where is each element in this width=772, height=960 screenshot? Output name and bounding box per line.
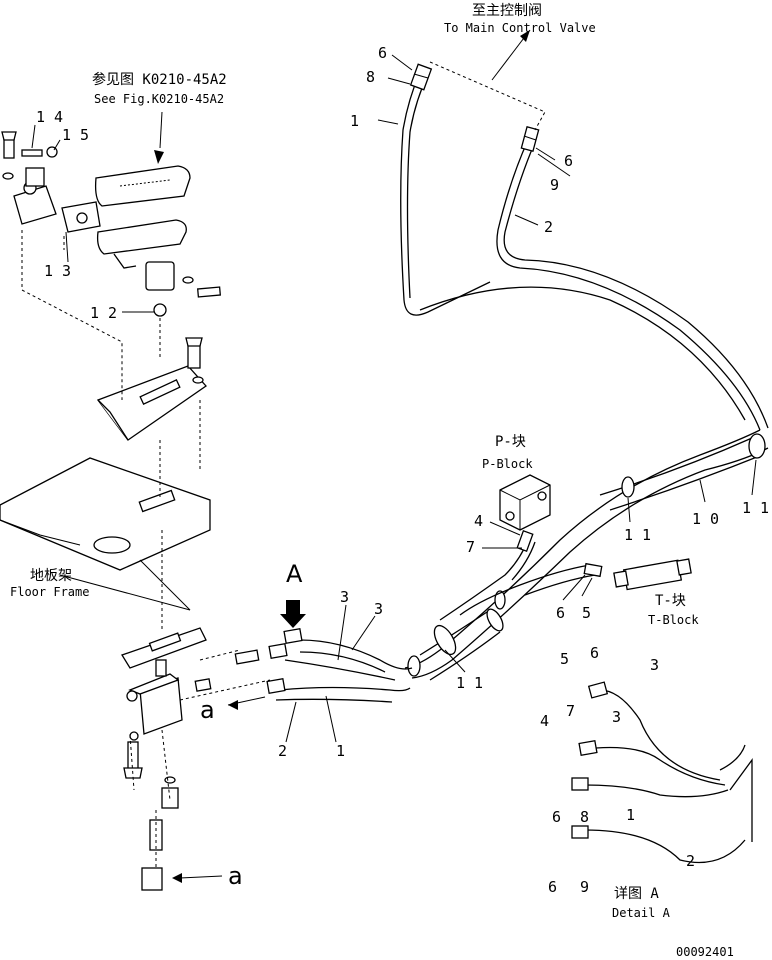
t-block-label-en: T-Block bbox=[648, 613, 699, 627]
pedal-lower bbox=[96, 219, 187, 269]
arrow-to-valve bbox=[491, 29, 531, 81]
hose-clamps bbox=[407, 476, 635, 677]
callout-1-detail: 1 bbox=[626, 806, 635, 824]
callout-13: 1 3 bbox=[44, 262, 71, 280]
callout-6-top: 6 bbox=[378, 44, 387, 62]
see-fig-label-cn: 参见图 K0210-45A2 bbox=[92, 71, 227, 88]
callout-1-main: 1 bbox=[336, 742, 345, 760]
callout-3-a: 3 bbox=[340, 588, 349, 606]
fitting-6-9-top bbox=[520, 126, 540, 152]
to-valve-label-cn: 至主控制阀 bbox=[472, 3, 542, 19]
ppc-valve bbox=[126, 659, 183, 735]
callout-6-t: 6 bbox=[556, 604, 565, 622]
callout-5-t: 5 bbox=[582, 604, 591, 622]
bolts-14-15 bbox=[1, 131, 58, 180]
p-block-label-cn: P-块 bbox=[495, 434, 526, 450]
ref-a-lower: a bbox=[228, 862, 243, 890]
pedal-bracket-13 bbox=[61, 201, 101, 233]
t-block bbox=[613, 558, 692, 591]
drawing-number: 00092401 bbox=[676, 945, 734, 959]
callout-8-detail: 8 bbox=[580, 808, 589, 826]
callout-3-detail-b: 3 bbox=[612, 708, 621, 726]
callout-14: 1 4 bbox=[36, 108, 63, 126]
callout-7-detail: 7 bbox=[566, 702, 575, 720]
leader-lines bbox=[31, 54, 757, 883]
hose-1-upper bbox=[400, 71, 491, 316]
nut-12 bbox=[153, 303, 167, 317]
lower-fittings bbox=[141, 787, 179, 891]
detail-a-label-en: Detail A bbox=[612, 906, 671, 920]
fitting-6-8-top bbox=[409, 63, 433, 91]
callout-3-detail-a: 3 bbox=[650, 656, 659, 674]
callout-2-detail: 2 bbox=[686, 852, 695, 870]
callout-4-p: 4 bbox=[474, 512, 483, 530]
view-a-label: A bbox=[286, 560, 303, 588]
hoses-4-7-5-6 bbox=[439, 529, 603, 621]
cover-plate bbox=[96, 337, 207, 441]
callout-11-center: 1 1 bbox=[456, 674, 483, 692]
hose-bundle-main bbox=[404, 286, 769, 679]
connection-dash-lower bbox=[179, 649, 271, 701]
callout-2-top: 2 bbox=[544, 218, 553, 236]
valve-connection-dash bbox=[429, 61, 546, 131]
callout-9-detail: 9 bbox=[580, 878, 589, 896]
assembly-dash-upper bbox=[21, 230, 201, 630]
callout-11-right: 1 1 bbox=[742, 499, 769, 517]
floor-frame-label-en: Floor Frame bbox=[10, 585, 89, 599]
callout-8-top: 8 bbox=[366, 68, 375, 86]
lower-bolts bbox=[123, 731, 176, 784]
gasket bbox=[121, 627, 207, 669]
p-block-label-en: P-Block bbox=[482, 457, 533, 471]
callout-11-mid: 1 1 bbox=[624, 526, 651, 544]
callout-5-detail: 5 bbox=[560, 650, 569, 668]
protective-sleeve-11 bbox=[419, 608, 504, 681]
callout-6-detail-b: 6 bbox=[552, 808, 561, 826]
callout-2-main: 2 bbox=[278, 742, 287, 760]
to-valve-label-en: To Main Control Valve bbox=[444, 21, 596, 35]
callout-4-detail: 4 bbox=[540, 712, 549, 730]
callout-10: 1 0 bbox=[692, 510, 719, 528]
callout-7-p: 7 bbox=[466, 538, 475, 556]
pedal-upper bbox=[94, 165, 191, 207]
callout-6-right: 6 bbox=[564, 152, 573, 170]
hose-2-upper bbox=[496, 139, 769, 431]
floor-frame bbox=[0, 457, 211, 611]
ref-a-upper: a bbox=[200, 696, 215, 724]
floor-frame-label-cn: 地板架 bbox=[30, 568, 72, 584]
callout-1-top: 1 bbox=[350, 112, 359, 130]
stopper-block bbox=[145, 261, 222, 298]
callout-12: 1 2 bbox=[90, 304, 117, 322]
see-fig-label-en: See Fig.K0210-45A2 bbox=[94, 92, 224, 106]
hoses-to-ppc-valve bbox=[194, 627, 413, 703]
detail-a-view bbox=[571, 681, 753, 864]
callout-6-detail-a: 6 bbox=[590, 644, 599, 662]
callout-6-detail-c: 6 bbox=[548, 878, 557, 896]
view-a-arrow bbox=[280, 600, 306, 628]
p-block bbox=[499, 474, 551, 531]
t-block-label-cn: T-块 bbox=[655, 593, 686, 609]
detail-a-label-cn: 详图 A bbox=[614, 886, 659, 902]
protective-sleeve-10 bbox=[599, 433, 766, 511]
assembly-dash-lower bbox=[129, 729, 171, 870]
callout-3-b: 3 bbox=[374, 600, 383, 618]
callout-9-top: 9 bbox=[550, 176, 559, 194]
callout-15: 1 5 bbox=[62, 126, 89, 144]
pivot-bracket bbox=[13, 167, 57, 225]
